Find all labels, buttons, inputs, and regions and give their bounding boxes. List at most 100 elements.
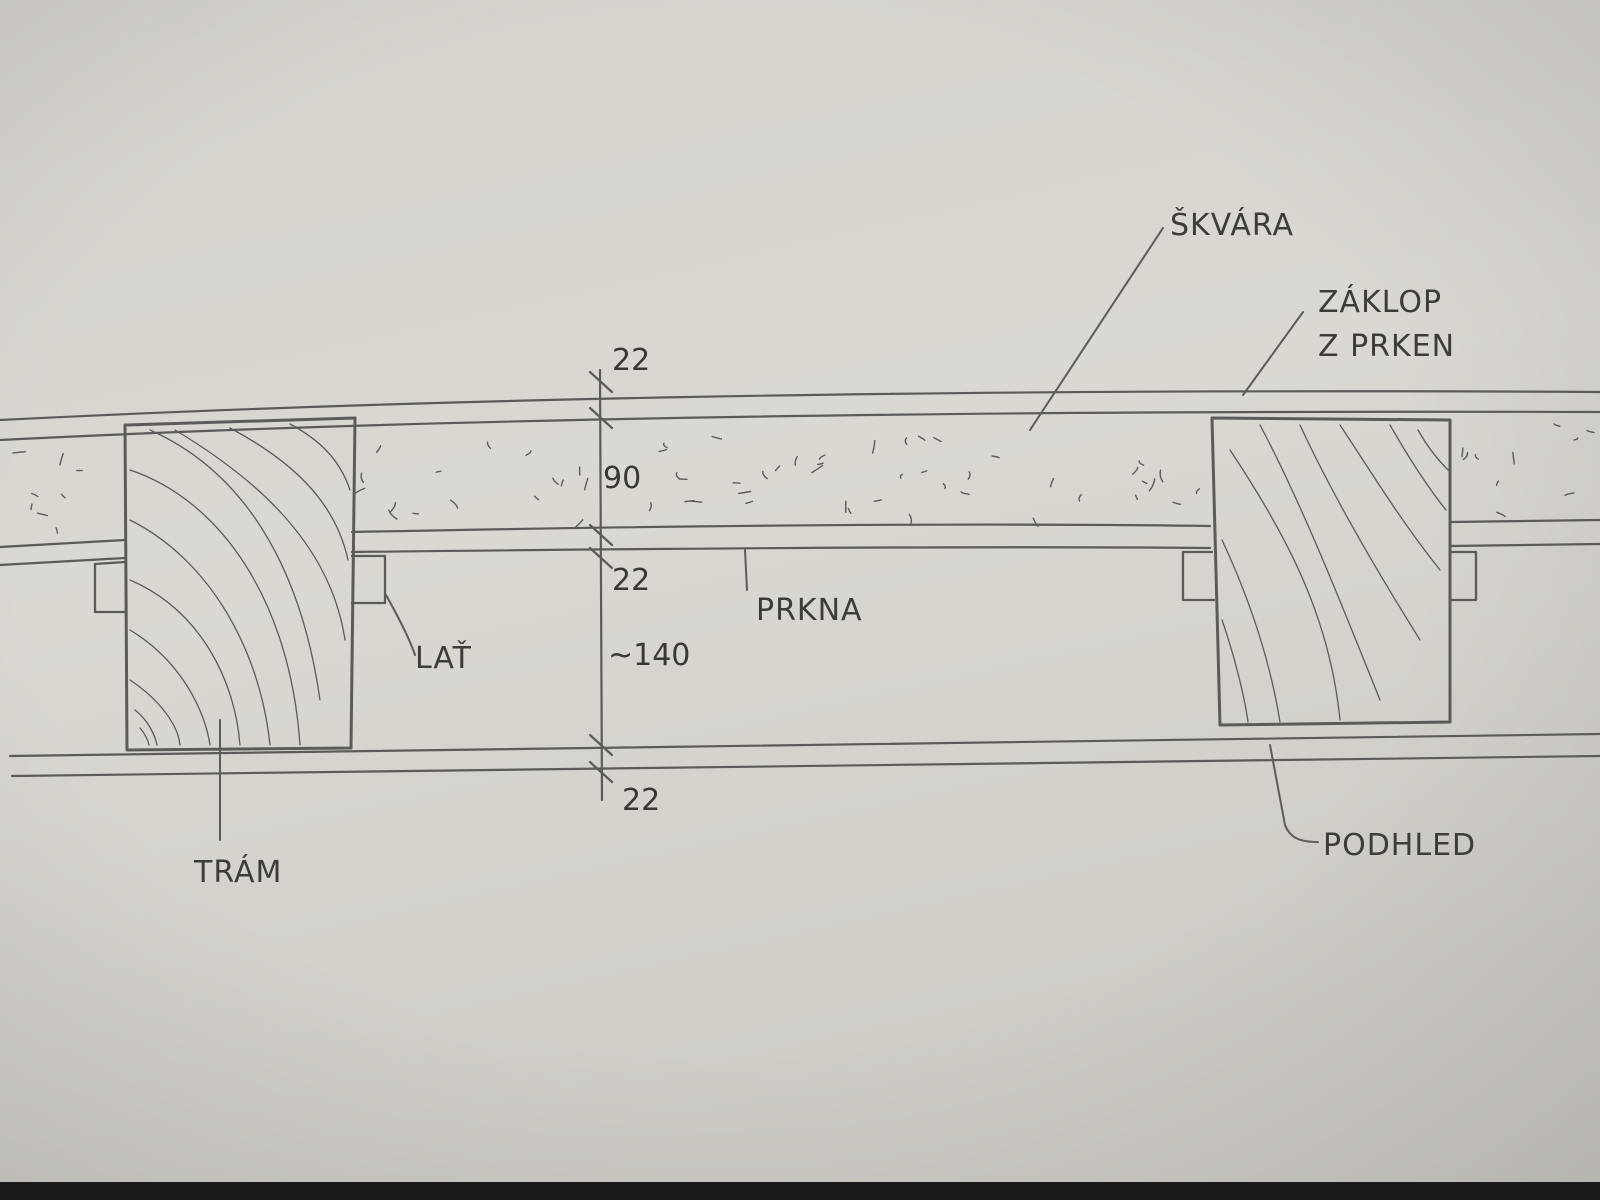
- cinder-speck: [1512, 451, 1515, 465]
- label-lat: LAŤ: [415, 640, 472, 676]
- cinder-speck: [31, 492, 39, 498]
- label-zaklop-line2: Z PRKEN: [1318, 329, 1455, 364]
- leader-podhled: [1269, 744, 1319, 843]
- cinder-speck: [648, 502, 652, 512]
- cinder-speck: [412, 512, 420, 515]
- cinder-speck: [1474, 454, 1479, 460]
- cinder-speck: [37, 512, 48, 517]
- cinder-speck: [1461, 447, 1464, 458]
- cinder-speck: [354, 487, 366, 495]
- cinder-speck: [435, 470, 442, 473]
- cinder-speck: [1496, 511, 1506, 518]
- cinder-speck: [711, 435, 723, 440]
- cinder-speck: [375, 445, 382, 454]
- batten-left-b: [350, 554, 387, 605]
- cinder-speck: [745, 500, 754, 504]
- cinder-speck: [899, 473, 904, 479]
- leader-skvara: [1029, 227, 1164, 431]
- cinder-speck: [1586, 429, 1595, 434]
- beam-left: [123, 416, 357, 752]
- batten-right-b: [1448, 550, 1478, 602]
- cinder-speck: [59, 452, 64, 466]
- leader-prkna: [744, 549, 748, 591]
- battens: [93, 550, 1478, 614]
- cinder-speck: [1078, 494, 1082, 502]
- cinder-speck: [762, 470, 768, 480]
- boards-upper-line: [0, 518, 1600, 549]
- cinder-speck: [360, 472, 364, 483]
- cinder-speck: [873, 499, 882, 502]
- batten-left-a: [93, 560, 127, 614]
- leader-lines: [219, 227, 1319, 843]
- cinder-speck: [1134, 494, 1139, 501]
- beam-left-grain: [129, 423, 351, 746]
- cinder-fill-texture: [12, 423, 1595, 534]
- cinder-speck: [573, 519, 584, 529]
- top-boards-upper-line: [0, 390, 1600, 422]
- layer-lines: [0, 390, 1600, 778]
- cinder-speck: [1553, 423, 1561, 427]
- cinder-speck: [662, 442, 668, 449]
- cinder-speck: [389, 502, 397, 513]
- cinder-speck: [847, 507, 852, 514]
- cinder-speck: [942, 483, 947, 490]
- dim-cavity: ~140: [608, 638, 690, 673]
- cinder-speck: [684, 500, 695, 503]
- cinder-speck: [1032, 517, 1039, 528]
- cinder-speck: [811, 464, 824, 474]
- beam-right-grain: [1221, 424, 1449, 723]
- cinder-speck: [449, 499, 459, 509]
- dim-fill: 90: [603, 461, 641, 496]
- cinder-speck: [960, 491, 970, 495]
- cinder-speck: [921, 470, 928, 474]
- cinder-speck: [1495, 480, 1500, 486]
- cinder-speck: [1462, 451, 1469, 461]
- cinder-speck: [55, 527, 59, 534]
- cinder-speck: [774, 465, 781, 472]
- leader-zaklop: [1242, 311, 1304, 396]
- cinder-speck: [871, 439, 876, 454]
- cinder-speck: [933, 436, 942, 443]
- batten-right-a: [1181, 550, 1216, 602]
- cinder-speck: [904, 437, 908, 446]
- label-tram: TRÁM: [193, 854, 282, 890]
- cinder-speck: [908, 513, 913, 526]
- cinder-speck: [1172, 501, 1182, 505]
- cinder-speck: [732, 482, 741, 484]
- label-skvara: ŠKVÁRA: [1170, 206, 1294, 243]
- cinder-speck: [818, 454, 826, 460]
- cinder-speck: [1573, 437, 1579, 441]
- cinder-speck: [1049, 477, 1055, 488]
- leader-lat: [385, 594, 416, 656]
- cinder-speck: [533, 495, 540, 501]
- top-boards-lower-line: [0, 410, 1600, 442]
- cinder-speck: [60, 493, 66, 499]
- cinder-speck: [1564, 492, 1575, 496]
- table-edge: [0, 1182, 1600, 1200]
- dim-top: 22: [612, 343, 650, 378]
- label-podhled: PODHLED: [1323, 828, 1476, 863]
- ceiling-lower-line: [10, 754, 1600, 778]
- cinder-speck: [658, 448, 668, 453]
- cinder-speck: [560, 479, 564, 487]
- dim-bottom: 22: [622, 783, 660, 818]
- cinder-speck: [1148, 478, 1156, 492]
- cinder-speck: [12, 451, 26, 454]
- beam-right: [1210, 416, 1452, 727]
- cinder-speck: [1195, 488, 1201, 495]
- cinder-speck: [675, 472, 680, 480]
- cinder-speck: [388, 509, 398, 520]
- cinder-speck: [817, 462, 824, 466]
- dim-boards: 22: [612, 563, 650, 598]
- cinder-speck: [917, 435, 926, 441]
- cinder-speck: [967, 471, 971, 480]
- cinder-speck: [991, 455, 1000, 459]
- label-prkna: PRKNA: [756, 593, 863, 628]
- cinder-speck: [794, 455, 798, 466]
- cinder-speck: [1159, 469, 1164, 483]
- cinder-speck: [525, 450, 532, 456]
- cinder-speck: [1132, 466, 1139, 475]
